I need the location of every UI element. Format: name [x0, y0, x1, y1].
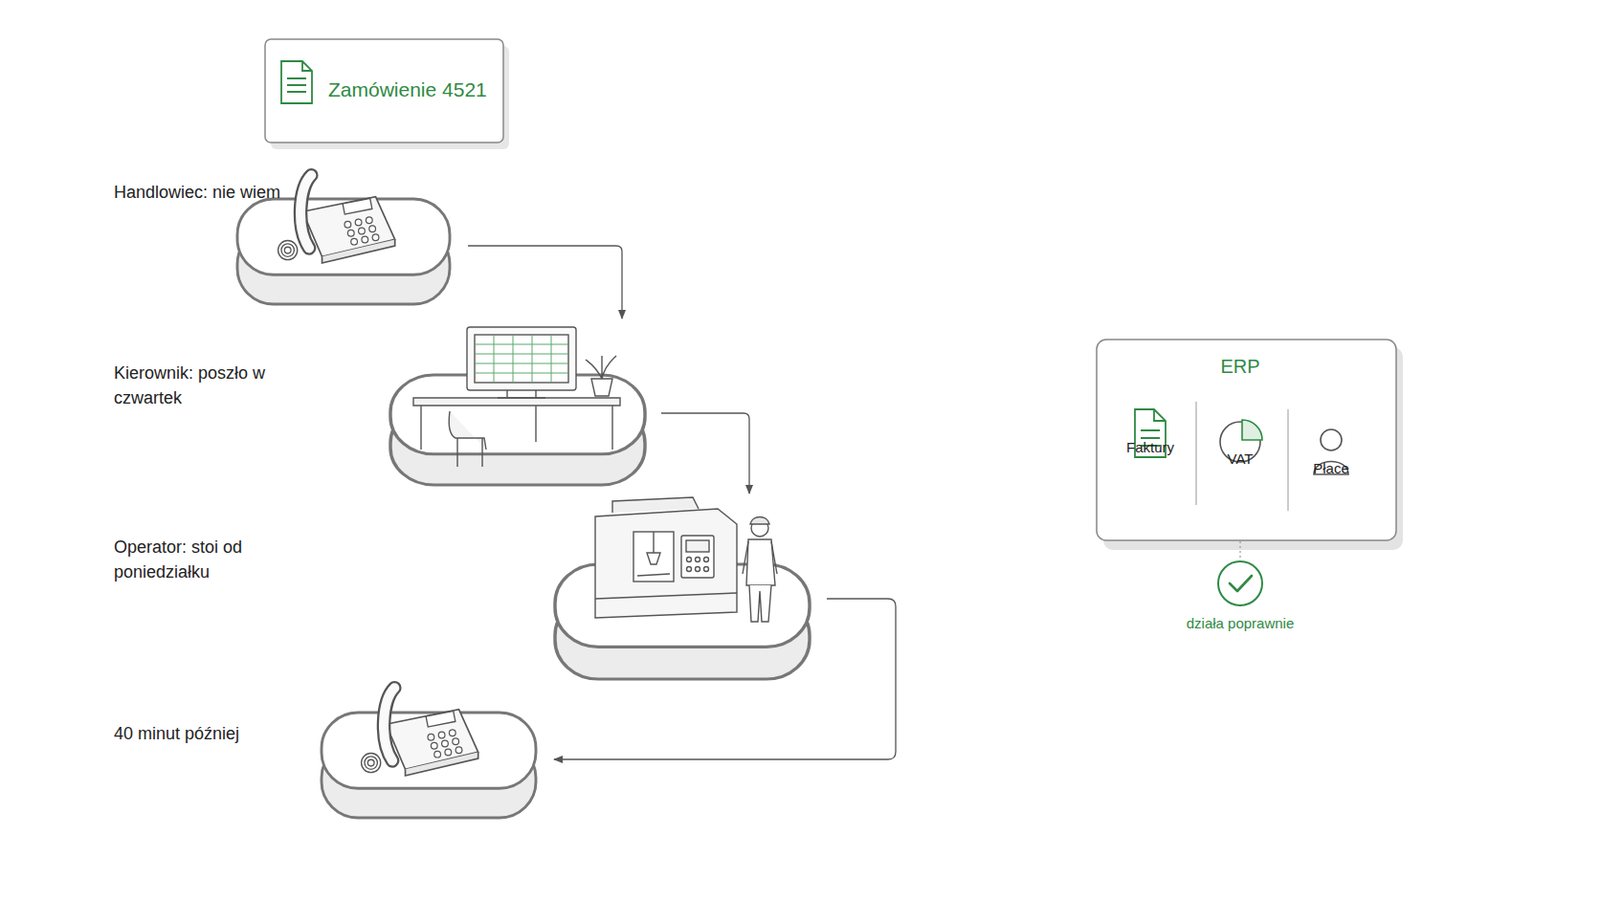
divider [1196, 401, 1289, 512]
node-text: Kierownik: poszło w czwartek [113, 360, 306, 411]
label: Płace [1312, 458, 1350, 480]
order-card: Zamówienie 4521 [265, 39, 504, 143]
step-node: Kierownik: poszło w czwartek [113, 324, 648, 480]
label: działa poprawnie [1186, 613, 1295, 635]
check-mark [1229, 576, 1252, 592]
erp-panel [1096, 339, 1397, 541]
node-text: Operator: stoi od poniedziałku [113, 534, 306, 585]
node-text: Zamówienie 4521 [328, 75, 488, 105]
node-text: ERP [1220, 353, 1260, 381]
step-node: Operator: stoi od poniedziałku [113, 499, 814, 659]
dotted-link [1239, 541, 1241, 561]
order-card [265, 39, 504, 143]
step-node: 40 minut później [113, 681, 541, 817]
flow-arrow [467, 245, 623, 319]
step-node: Handlowiec: nie wiem [113, 168, 455, 298]
label: Faktury [1126, 437, 1175, 459]
phone-platform [321, 688, 536, 819]
label: VAT [1227, 448, 1254, 470]
node-text: 40 minut później [113, 721, 306, 747]
flow-arrow [661, 413, 750, 494]
worker [742, 517, 778, 623]
document-icon [281, 61, 312, 104]
machine-platform [555, 497, 810, 680]
flow-arrow [554, 599, 896, 760]
node-text: Handlowiec: nie wiem [113, 179, 306, 205]
desk-platform [390, 327, 645, 486]
check-circle [1218, 561, 1263, 606]
erp-panel: ERP FakturyVAT Płace [1096, 339, 1397, 541]
